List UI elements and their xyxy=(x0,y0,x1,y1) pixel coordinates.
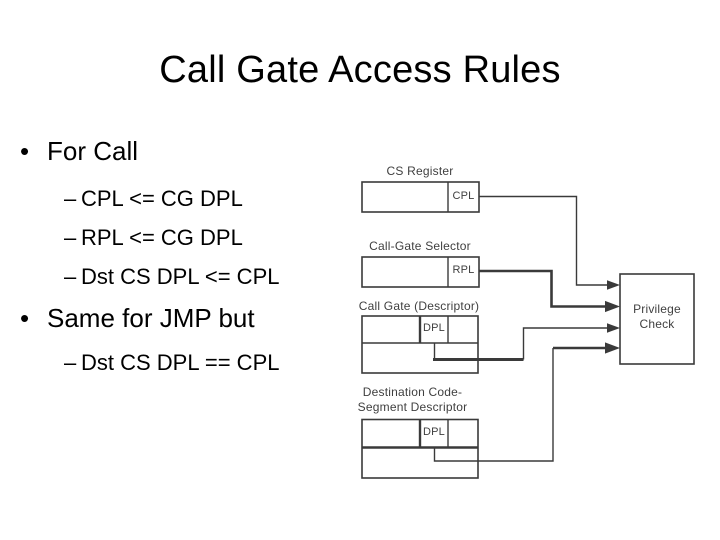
dest-descriptor-label-line2: Segment Descriptor xyxy=(357,400,468,414)
bullet-marker: – xyxy=(64,186,77,211)
bullet-item: –CPL <= CG DPL xyxy=(64,186,243,211)
privilege-check-box xyxy=(619,273,695,365)
privilege-check-label: Privilege Check xyxy=(620,302,694,332)
bullet-item: • Same for JMP but xyxy=(20,303,255,334)
dest-descriptor-label-line1: Destination Code- xyxy=(362,385,463,399)
bullet-item: –Dst CS DPL <= CPL xyxy=(64,264,279,289)
bullet-text: Dst CS DPL <= CPL xyxy=(81,264,280,289)
arrowhead-icon xyxy=(607,323,620,333)
call-gate-selector-label: Call-Gate Selector xyxy=(369,239,471,253)
bullet-text: CPL <= CG DPL xyxy=(81,186,243,211)
bullet-marker: • xyxy=(20,303,30,333)
arrowhead-icon xyxy=(605,300,620,313)
slide-title: Call Gate Access Rules xyxy=(159,49,561,91)
dest-dpl-connector-line xyxy=(433,348,554,462)
bullet-marker: – xyxy=(64,350,77,375)
cpl-connector-line xyxy=(479,195,608,286)
call-gate-descriptor-label: Call Gate (Descriptor) xyxy=(358,299,480,313)
cs-register-label: CS Register xyxy=(386,164,454,178)
bullet-text: For Call xyxy=(47,136,139,166)
bullet-marker: • xyxy=(20,136,30,166)
cpl-field-label: CPL xyxy=(452,190,475,202)
arrowhead-icon xyxy=(607,280,620,290)
call-gate-dpl-field-label: DPL xyxy=(423,322,445,334)
bullet-text: Same for JMP but xyxy=(47,303,255,333)
dest-dpl-field-label: DPL xyxy=(423,426,445,438)
call-gate-dpl-connector-line xyxy=(522,327,608,360)
privilege-check-label-line1: Privilege xyxy=(633,302,681,316)
bullet-item: –RPL <= CG DPL xyxy=(64,225,243,250)
dest-descriptor-label: Destination Code- Segment Descriptor xyxy=(342,385,483,415)
bullet-item: • For Call xyxy=(20,136,139,167)
bullet-item: –Dst CS DPL == CPL xyxy=(64,350,279,375)
rpl-field-label: RPL xyxy=(452,264,475,276)
rpl-connector-line xyxy=(479,269,606,308)
bullet-text: Dst CS DPL == CPL xyxy=(81,350,280,375)
privilege-check-label-line2: Check xyxy=(639,317,675,331)
bullet-marker: – xyxy=(64,225,77,250)
bullet-text: RPL <= CG DPL xyxy=(81,225,243,250)
arrowhead-icon xyxy=(605,342,620,354)
bullet-marker: – xyxy=(64,264,77,289)
